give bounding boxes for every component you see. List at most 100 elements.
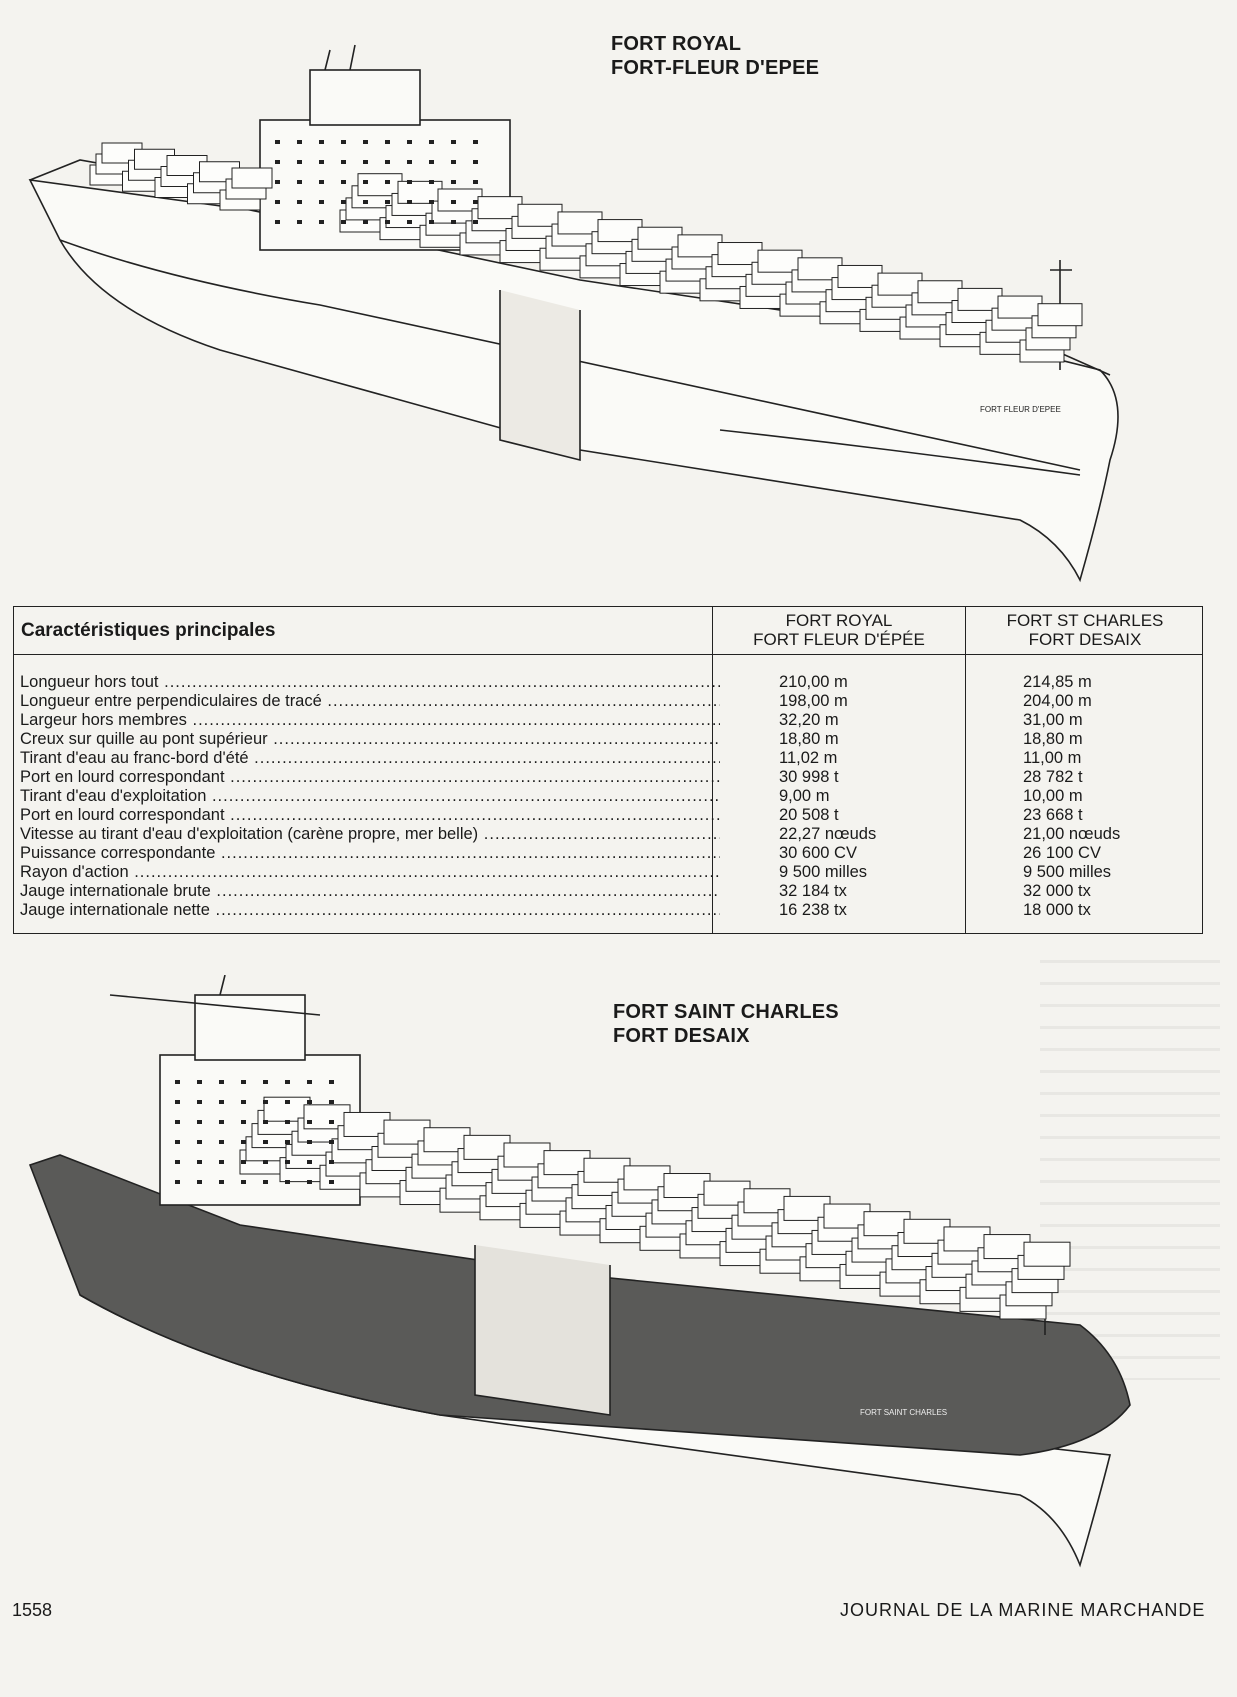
container-box xyxy=(717,242,763,266)
container-box xyxy=(837,264,883,288)
row-label: Tirant d'eau au franc-bord d'été xyxy=(20,749,720,768)
window-mark xyxy=(307,1180,312,1184)
window-mark xyxy=(407,220,412,224)
window-mark xyxy=(197,1080,202,1084)
window-mark xyxy=(451,200,456,204)
container-box xyxy=(597,219,643,243)
container-box xyxy=(583,1157,631,1183)
window-mark xyxy=(307,1160,312,1164)
container-box xyxy=(943,1226,991,1252)
table-row: Port en lourd correspondant20 508 t23 66… xyxy=(14,806,1202,825)
row-value-1: 16 238 tx xyxy=(779,901,847,919)
row-value-2: 26 100 CV xyxy=(1023,844,1101,862)
bottom-ship-illustration: FORT SAINT CHARLES xyxy=(28,975,1131,1568)
window-mark xyxy=(219,1120,224,1124)
container-box xyxy=(957,287,1003,311)
window-mark xyxy=(307,1140,312,1144)
window-mark xyxy=(285,1140,290,1144)
top-ship-illustration: FORT FLEUR D'EPEE xyxy=(28,44,1119,583)
row-value-1: 18,80 m xyxy=(779,730,839,748)
window-mark xyxy=(451,180,456,184)
row-label: Rayon d'action xyxy=(20,863,720,882)
row-value-2: 214,85 m xyxy=(1023,673,1092,691)
table-row: Rayon d'action 9 500 milles 9 500 milles xyxy=(14,863,1202,882)
row-label: Puissance correspondante xyxy=(20,844,720,863)
row-value-2: 23 668 t xyxy=(1023,806,1083,824)
window-mark xyxy=(297,220,302,224)
window-mark xyxy=(407,200,412,204)
row-value-2: 18 000 tx xyxy=(1023,901,1091,919)
window-mark xyxy=(263,1180,268,1184)
window-mark xyxy=(275,160,280,164)
window-mark xyxy=(363,200,368,204)
window-mark xyxy=(175,1100,180,1104)
window-mark xyxy=(241,1100,246,1104)
window-mark xyxy=(175,1160,180,1164)
window-mark xyxy=(473,140,478,144)
container-box xyxy=(463,1134,511,1160)
window-mark xyxy=(429,140,434,144)
row-value-2: 10,00 m xyxy=(1023,787,1083,805)
window-mark xyxy=(175,1140,180,1144)
window-mark xyxy=(451,140,456,144)
column-header-1-line2: FORT FLEUR D'ÉPÉE xyxy=(753,630,925,649)
top-ship-caption-line1: FORT ROYAL xyxy=(611,33,742,55)
window-mark xyxy=(297,160,302,164)
window-mark xyxy=(241,1160,246,1164)
table-row: Vitesse au tirant d'eau d'exploitation (… xyxy=(14,825,1202,844)
window-mark xyxy=(363,220,368,224)
window-mark xyxy=(319,160,324,164)
window-mark xyxy=(429,180,434,184)
row-label: Port en lourd correspondant xyxy=(20,768,720,787)
column-header-2-line1: FORT ST CHARLES xyxy=(1006,611,1164,630)
bottom-hull-name: FORT SAINT CHARLES xyxy=(860,1408,947,1417)
window-mark xyxy=(241,1180,246,1184)
window-mark xyxy=(473,180,478,184)
row-label: Tirant d'eau d'exploitation xyxy=(20,787,720,806)
row-value-2: 32 000 tx xyxy=(1023,882,1091,900)
window-mark xyxy=(219,1140,224,1144)
container-box xyxy=(557,211,603,235)
window-mark xyxy=(407,180,412,184)
window-mark xyxy=(275,140,280,144)
container-box xyxy=(623,1165,671,1191)
top-ship-caption: FORT ROYAL FORT-FLEUR D'EPEE xyxy=(611,32,819,80)
window-mark xyxy=(307,1080,312,1084)
window-mark xyxy=(219,1080,224,1084)
row-value-2: 11,00 m xyxy=(1023,749,1082,767)
window-mark xyxy=(219,1180,224,1184)
row-value-1: 9 500 milles xyxy=(779,863,868,881)
container-box xyxy=(983,1234,1031,1260)
row-value-1: 32 184 tx xyxy=(779,882,847,900)
container-box xyxy=(477,196,523,220)
container-box xyxy=(677,234,723,258)
column-header-1-line1: FORT ROYAL xyxy=(785,611,893,630)
window-mark xyxy=(275,200,280,204)
window-mark xyxy=(275,220,280,224)
row-label: Largeur hors membres xyxy=(20,711,720,730)
spec-table: Caractéristiques principales FORT ROYAL … xyxy=(13,606,1203,934)
window-mark xyxy=(385,140,390,144)
window-mark xyxy=(263,1100,268,1104)
row-value-2: 31,00 m xyxy=(1023,711,1083,729)
window-mark xyxy=(319,220,324,224)
container-box xyxy=(397,180,443,204)
container-box xyxy=(1023,1241,1071,1267)
row-value-2: 9 500 milles xyxy=(1023,863,1112,881)
window-mark xyxy=(285,1080,290,1084)
window-mark xyxy=(263,1160,268,1164)
top-hull-name: FORT FLEUR D'EPEE xyxy=(980,405,1061,414)
window-mark xyxy=(363,160,368,164)
window-mark xyxy=(473,220,478,224)
table-row: Largeur hors membres 32,20 m 31,00 m xyxy=(14,711,1202,730)
container-box xyxy=(383,1119,431,1145)
table-row: Tirant d'eau au franc-bord d'été11,02 m1… xyxy=(14,749,1202,768)
container-box xyxy=(863,1211,911,1237)
row-value-1: 32,20 m xyxy=(779,711,839,729)
container-box xyxy=(357,173,403,197)
window-mark xyxy=(319,180,324,184)
row-value-2: 18,80 m xyxy=(1023,730,1083,748)
row-label: Longueur hors tout xyxy=(20,673,720,692)
